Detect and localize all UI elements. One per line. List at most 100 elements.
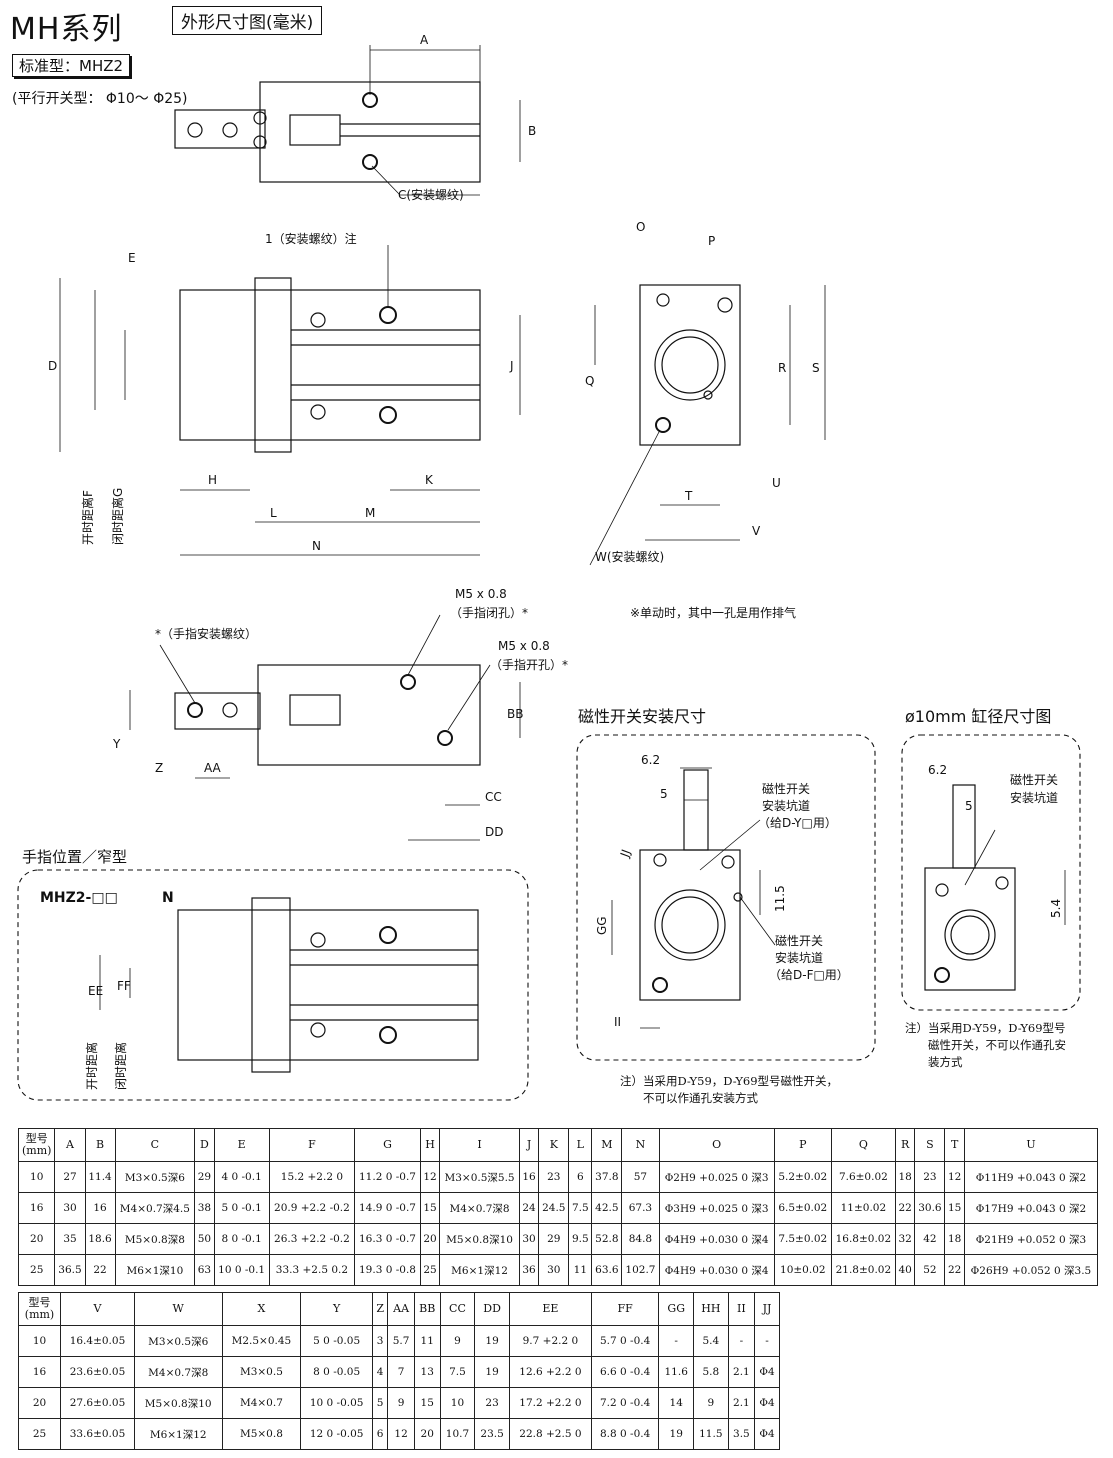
table-cell: 6	[568, 1161, 593, 1193]
table-cell: 32	[894, 1223, 916, 1255]
mag-groove-y-1: 磁性开关	[762, 781, 810, 796]
dim-e-label: E	[128, 251, 136, 265]
table-cell: Φ17H9 +0.043 0 深2	[963, 1192, 1099, 1224]
table-cell: 23	[474, 1387, 510, 1419]
table-cell: Φ26H9 +0.052 0 深3.5	[963, 1254, 1099, 1286]
table-cell: 102.7	[621, 1254, 660, 1286]
table-cell: 30.6	[914, 1192, 946, 1224]
table-cell: 38	[194, 1192, 215, 1224]
finger-thread-label: *（手指安装螺纹）	[155, 626, 257, 641]
table-cell: M5×0.8深10	[439, 1223, 520, 1255]
table-cell: 11.6	[658, 1356, 695, 1388]
table-cell: Φ2H9 +0.025 0 深3	[658, 1161, 775, 1193]
column-header: Q	[830, 1128, 896, 1162]
column-header: A	[54, 1128, 86, 1162]
table-cell: 27	[54, 1161, 86, 1193]
column-header: O	[658, 1128, 775, 1162]
column-header: II	[727, 1292, 756, 1326]
table-cell: 21.8±0.02	[830, 1254, 896, 1286]
table-cell: 16	[17, 1356, 62, 1388]
dim-k-label: K	[425, 473, 434, 487]
table-cell: 52	[914, 1254, 946, 1286]
table-cell: 5.7 0 -0.4	[590, 1325, 660, 1357]
table-cell: 18.6	[84, 1223, 116, 1255]
table-cell: 6	[371, 1418, 389, 1450]
table-cell: 5	[371, 1387, 389, 1419]
table-cell: 16.8±0.02	[830, 1223, 896, 1255]
finger-view	[129, 614, 521, 841]
column-header: I	[439, 1128, 520, 1162]
dim-a-label: A	[420, 33, 429, 47]
magnetic-switch-box	[576, 734, 876, 1061]
column-header: JJ	[754, 1292, 780, 1326]
dim-dd-label: DD	[485, 825, 503, 839]
narrow-view	[99, 897, 479, 1073]
table-cell: 3	[371, 1325, 389, 1357]
table-cell: 42	[914, 1223, 946, 1255]
table-cell: 10 0 -0.1	[213, 1254, 270, 1286]
finger-open-hole-label: （手指开孔）*	[490, 657, 568, 672]
dim-u-label: U	[772, 476, 781, 490]
mag-note-line1: 注）当采用D-Y59，D-Y69型号磁性开关，	[620, 1074, 838, 1088]
mag-groove-y-3: （给D-Y□用）	[758, 816, 837, 830]
table-cell: 67.3	[621, 1192, 660, 1224]
table-cell: 20	[17, 1387, 62, 1419]
table-cell: 6.6 0 -0.4	[590, 1356, 660, 1388]
close-distance-g-label: 闭时距离G	[110, 488, 125, 545]
table-cell: 12	[387, 1418, 415, 1450]
column-header: E	[213, 1128, 270, 1162]
bore-groove-2: 安装坑道	[1010, 790, 1058, 805]
table-cell: 12	[944, 1161, 965, 1193]
open-distance-f-label: 开时距离F	[80, 490, 95, 545]
table-cell: M6×1深12	[439, 1254, 520, 1286]
table-cell: 7	[387, 1356, 415, 1388]
table-cell: 37.8	[591, 1161, 623, 1193]
dim-z-label: Z	[155, 761, 163, 775]
table-cell: M6×1深12	[133, 1418, 223, 1450]
table-cell: 19	[658, 1418, 695, 1450]
table-cell: 7.5±0.02	[773, 1223, 832, 1255]
table-cell: 63.6	[591, 1254, 623, 1286]
m5-close-label: M5 x 0.8	[455, 587, 507, 601]
table-cell: 33.6±0.05	[60, 1418, 135, 1450]
table-cell: 17.2 +2.2 0	[508, 1387, 592, 1419]
table-cell: 23	[538, 1161, 570, 1193]
table-cell: 18	[944, 1223, 965, 1255]
table-cell: 16	[84, 1192, 116, 1224]
table-cell: 24	[518, 1192, 540, 1224]
column-header: M	[591, 1128, 623, 1162]
parallel-switch-note: (平行开关型： Φ10～ Φ25)	[12, 91, 188, 107]
column-header: B	[84, 1128, 116, 1162]
bore-note-line2: 磁性开关，不可以作通孔安	[928, 1038, 1066, 1052]
table-cell: M5×0.8深8	[114, 1223, 196, 1255]
table-cell: 12	[419, 1161, 441, 1193]
bore-groove-1: 磁性开关	[1010, 772, 1058, 787]
table-cell: Φ4	[754, 1356, 780, 1388]
table-cell: 4	[371, 1356, 389, 1388]
table-cell: M5×0.8	[221, 1418, 302, 1450]
dim-d-label: D	[48, 359, 57, 373]
column-header: P	[773, 1128, 832, 1162]
top-view	[174, 45, 521, 196]
table-cell: M4×0.7深4.5	[114, 1192, 196, 1224]
table-cell: 15.2 +2.2 0	[268, 1161, 356, 1193]
table-cell: 15	[413, 1387, 441, 1419]
table-cell: 20.9 +2.2 -0.2	[268, 1192, 356, 1224]
table-cell: 36.5	[54, 1254, 86, 1286]
table-cell: -	[754, 1325, 780, 1357]
table-cell: 23	[914, 1161, 946, 1193]
column-header: W	[133, 1292, 223, 1326]
column-header: EE	[508, 1292, 592, 1326]
mag-dim-11-5: 11.5	[773, 885, 787, 912]
dim-y-label: Y	[112, 737, 121, 751]
mag-groove-f-2: 安装坑道	[775, 950, 823, 965]
model-mhz2n-label: MHZ2-□□	[40, 890, 118, 906]
column-header: N	[621, 1128, 660, 1162]
mag-dim-6-2: 6.2	[641, 753, 660, 767]
column-header: G	[354, 1128, 421, 1162]
dim-cc-label: CC	[485, 790, 502, 804]
table-cell: 7.6±0.02	[830, 1161, 896, 1193]
